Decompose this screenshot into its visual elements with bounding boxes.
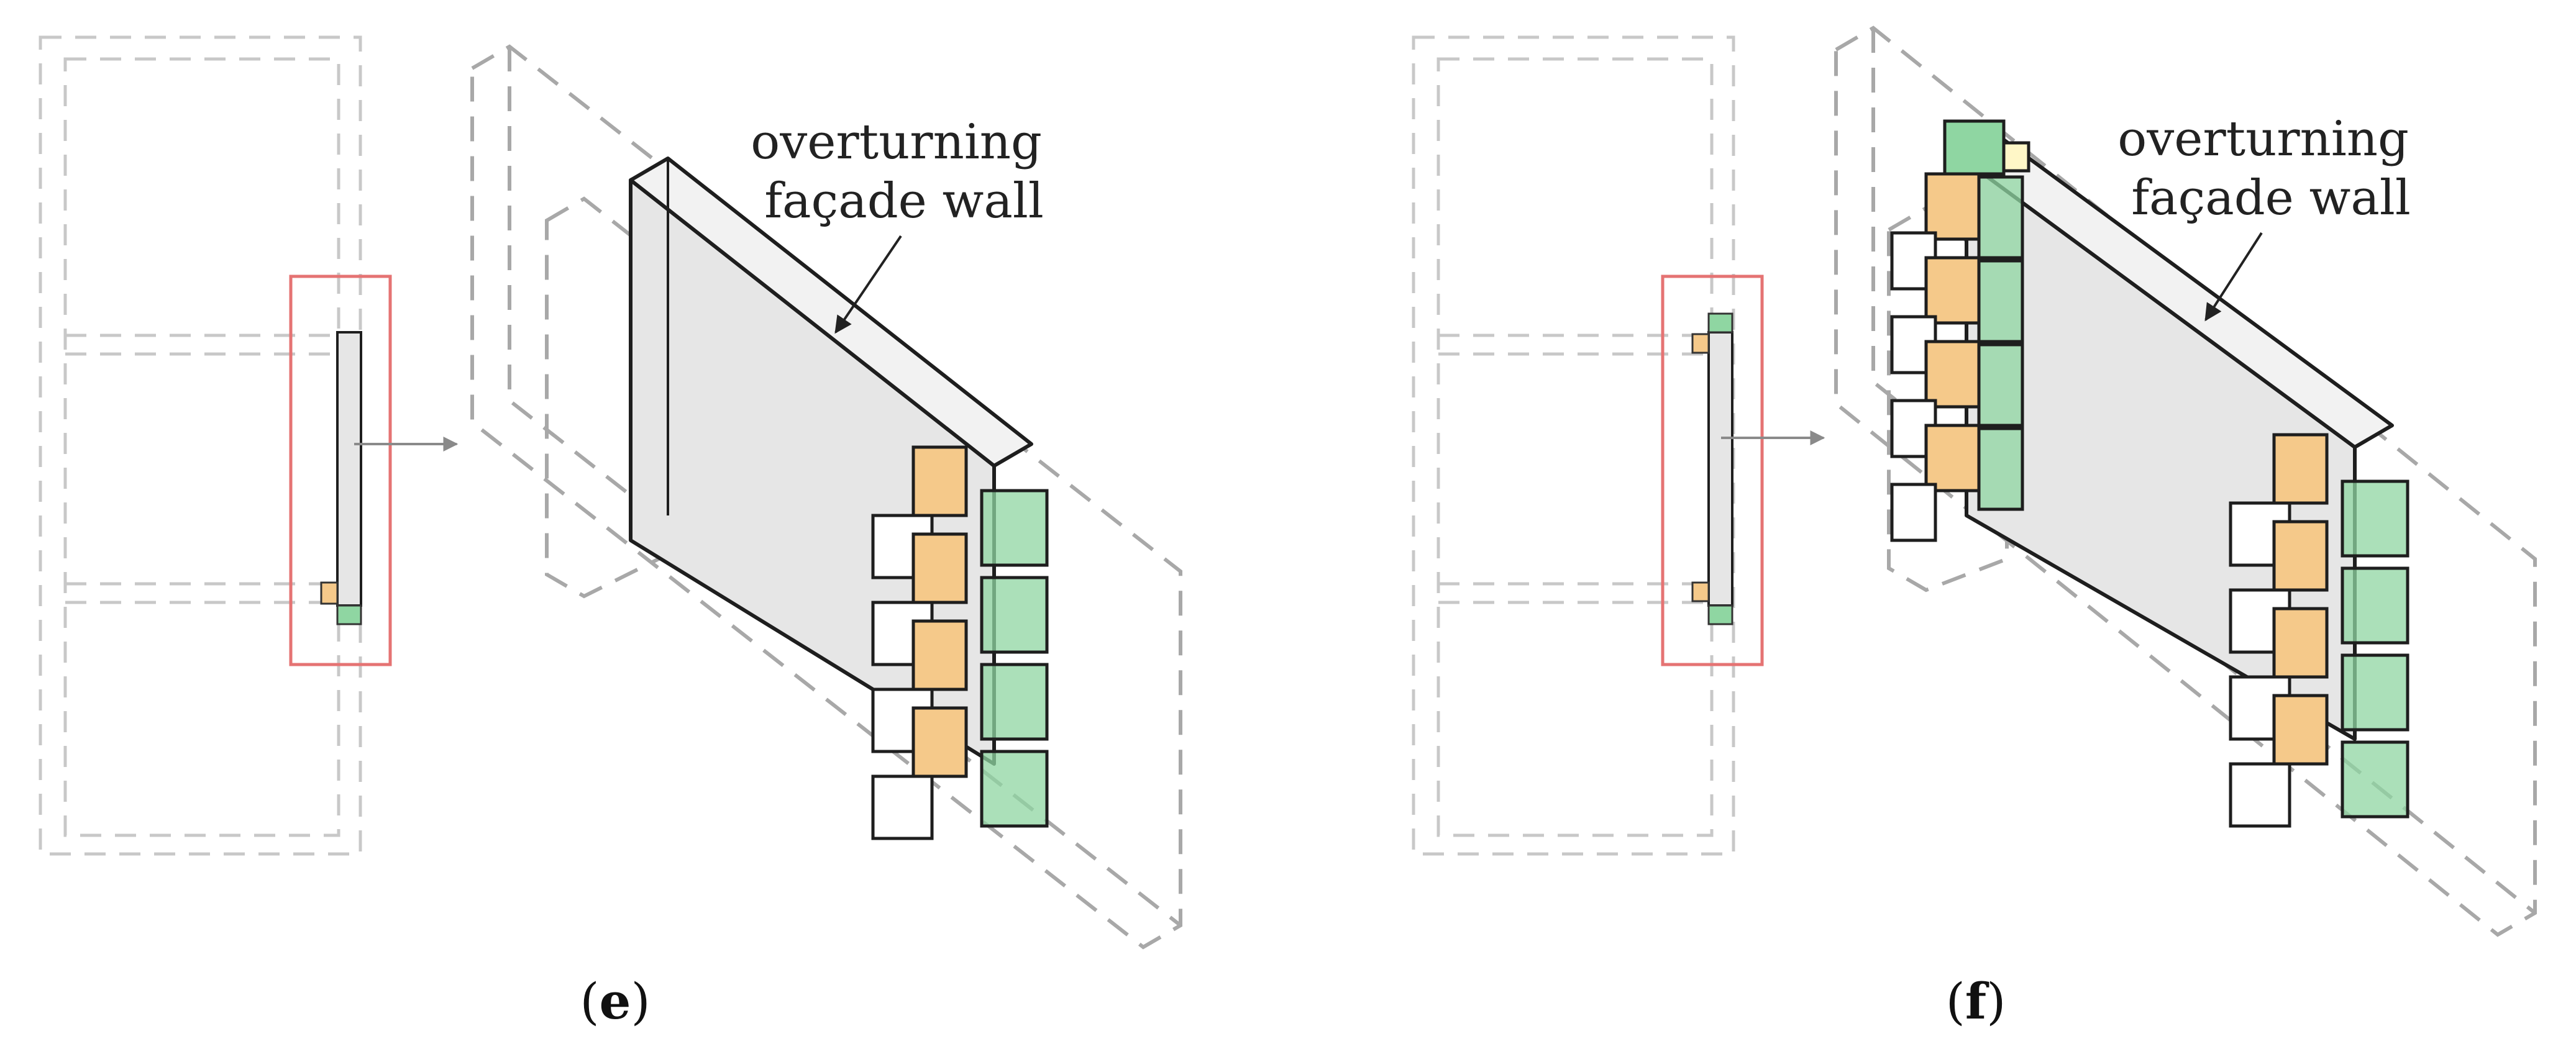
plan-green-block-f xyxy=(1707,312,1733,334)
panel-f: overturning façade wall (f) xyxy=(1412,25,2537,1030)
plan-orange-block-f xyxy=(1691,333,1710,354)
facade-wall-top-e xyxy=(629,157,1033,468)
green-block xyxy=(980,663,1049,741)
green-block xyxy=(2341,740,2409,819)
callout-text-e: overturning façade wall xyxy=(751,114,1057,229)
orange-block xyxy=(2272,694,2329,766)
green-block xyxy=(2341,653,2409,732)
plan-view-e xyxy=(39,35,362,856)
green-block xyxy=(2341,566,2409,645)
orange-block xyxy=(1924,256,1981,325)
callout-line1-e: overturning xyxy=(751,114,1042,170)
plan-orange-block-f xyxy=(1691,581,1710,602)
orange-block xyxy=(1924,172,1981,241)
plan-view-f xyxy=(1412,35,1735,856)
green-block xyxy=(1977,175,2024,260)
orange-block xyxy=(2272,433,2329,505)
panel-letter-f: f xyxy=(1965,972,1989,1030)
plan-green-block-f xyxy=(1707,604,1733,625)
plan-green-block-e xyxy=(336,604,362,625)
green-block xyxy=(2341,479,2409,558)
callout-line2-f: façade wall xyxy=(2131,170,2411,226)
isometric-view-e xyxy=(470,44,1182,950)
callout-text-f: overturning façade wall xyxy=(2117,111,2424,226)
orange-block xyxy=(911,706,968,778)
green-block xyxy=(980,576,1049,654)
panel-letter-e: e xyxy=(600,972,631,1030)
panel-label-e: (e) xyxy=(580,972,650,1030)
callout-line1-f: overturning xyxy=(2117,111,2409,167)
callout-line2-e: façade wall xyxy=(764,173,1044,229)
highlight-box-f xyxy=(1661,275,1764,666)
white-block xyxy=(2229,762,2291,828)
orange-block xyxy=(1924,340,1981,409)
yellow-block xyxy=(2002,141,2030,173)
plan-orange-block-e xyxy=(320,581,339,605)
green-block xyxy=(980,489,1049,567)
highlight-box-e xyxy=(289,275,392,666)
isometric-view-f xyxy=(1834,25,2537,937)
green-block xyxy=(1977,427,2024,511)
orange-block xyxy=(1924,424,1981,492)
green-block xyxy=(1943,119,2006,176)
callout-arrow-e xyxy=(834,235,902,334)
orange-block xyxy=(911,619,968,691)
green-block xyxy=(1977,259,2024,343)
panel-e: overturning façade wall (e) xyxy=(39,35,1182,1030)
orange-block xyxy=(2272,607,2329,679)
wall-left-end-blocks-f xyxy=(1890,119,2030,542)
panel-label-f: (f) xyxy=(1946,972,2006,1030)
plan-wall-f xyxy=(1707,331,1733,607)
plan-wall-e xyxy=(336,331,362,607)
orange-block xyxy=(2272,520,2329,592)
orange-block xyxy=(911,532,968,604)
callout-arrow-f xyxy=(2204,232,2263,322)
white-block xyxy=(1890,483,1937,542)
white-block xyxy=(871,774,934,840)
green-block xyxy=(980,750,1049,828)
orange-block xyxy=(911,445,968,517)
wall-right-end-blocks-f xyxy=(2229,433,2409,828)
wall-end-blocks-e xyxy=(871,445,1049,840)
green-block xyxy=(1977,343,2024,427)
